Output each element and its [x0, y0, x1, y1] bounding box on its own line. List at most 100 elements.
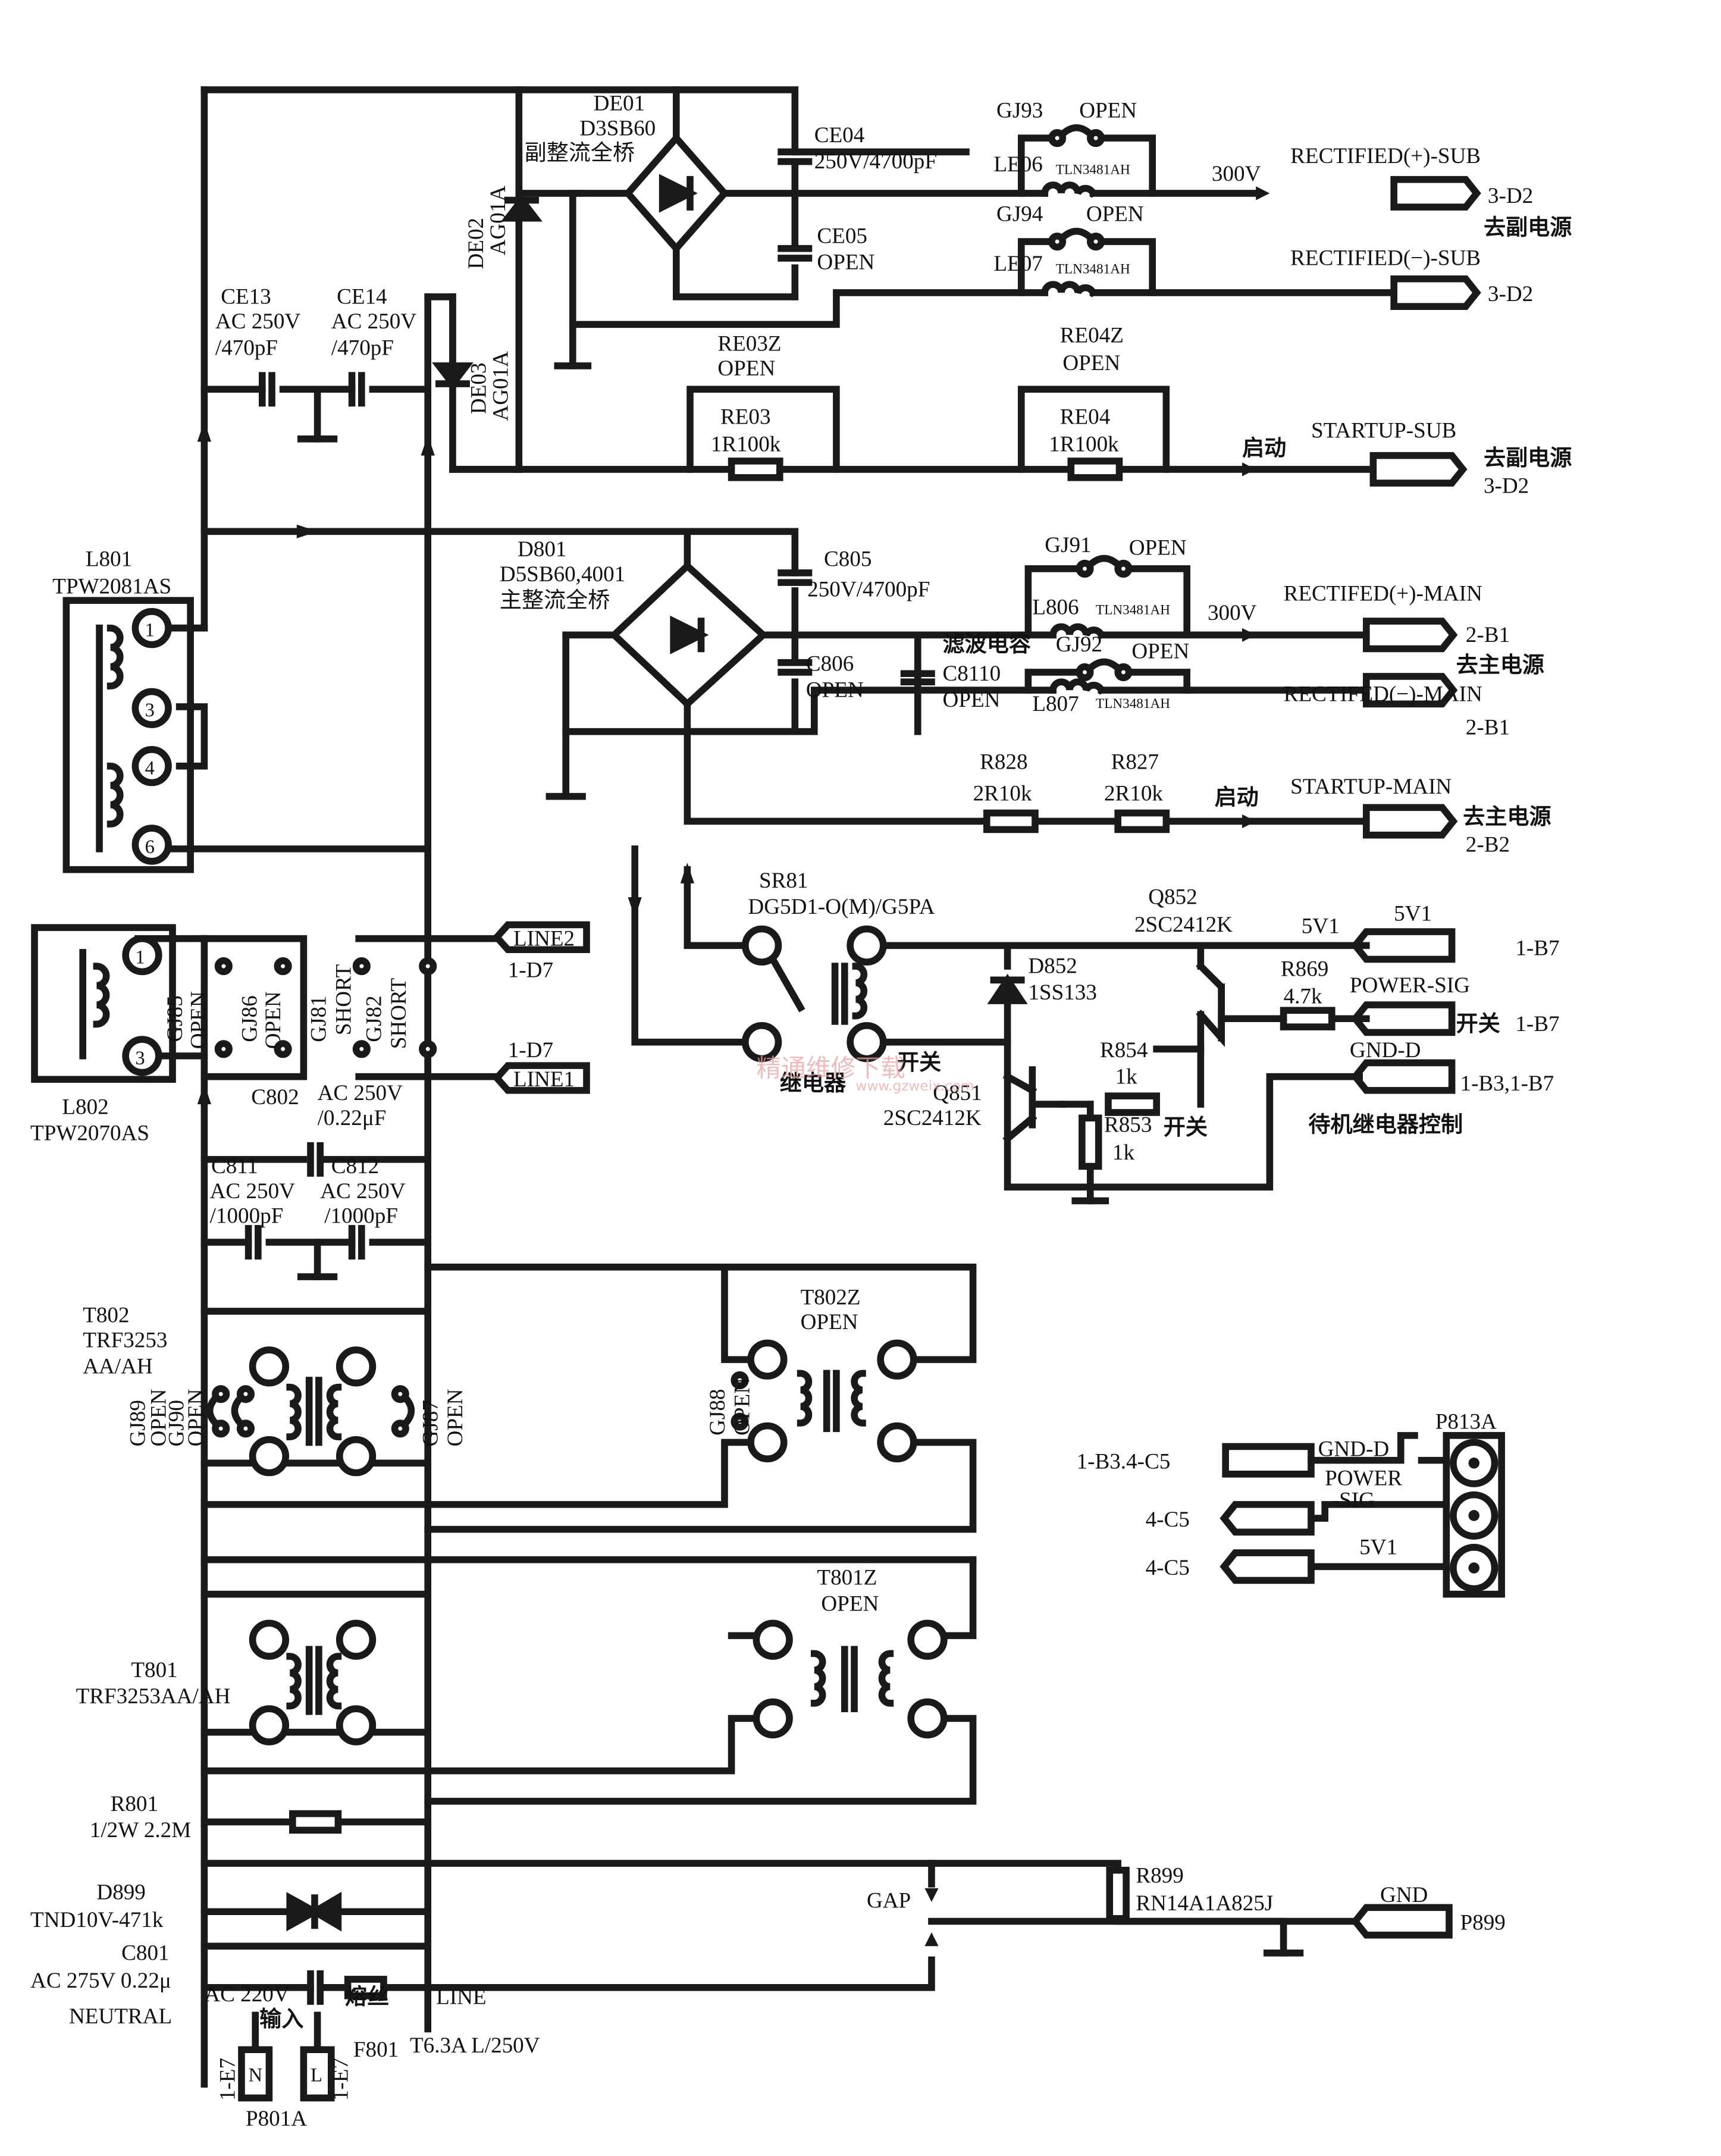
label-c806-val: OPEN	[806, 678, 864, 703]
label-fuse: 熔丝	[345, 1985, 389, 2010]
label-c802-val2: /0.22μF	[318, 1106, 387, 1130]
varistor-d899	[286, 1891, 342, 1932]
label-line1: LINE1	[513, 1067, 575, 1092]
label-c811: C811	[211, 1154, 258, 1179]
label-c5-ref3: 4-C5	[1146, 1556, 1190, 1580]
label-c802: C802	[251, 1085, 299, 1110]
jumper-gj90	[231, 1385, 255, 1438]
label-startup-main: STARTUP-MAIN	[1290, 775, 1452, 799]
spark-gap	[924, 1888, 939, 1947]
label-c5-ref1: 1-B3.4-C5	[1077, 1450, 1171, 1474]
resistor-r828	[983, 809, 1039, 833]
capacitor-ce04	[778, 148, 813, 165]
label-p899: P899	[1460, 1910, 1506, 1935]
label-re03-val: 1R100k	[711, 433, 781, 457]
label-gj91-val: OPEN	[1129, 536, 1187, 560]
label-le06-part: TLN3481AH	[1056, 162, 1130, 177]
label-de03-part: AG01A	[489, 351, 513, 421]
label-pin1: 1	[145, 620, 155, 641]
capacitor-c811	[244, 1225, 262, 1260]
label-start-a: 启动	[1242, 436, 1286, 461]
label-l806: L806	[1032, 595, 1079, 619]
label-pin-n: N	[249, 2065, 262, 2086]
label-gj86-open: OPEN	[261, 991, 286, 1049]
label-r827: R827	[1111, 750, 1159, 774]
label-c812: C812	[331, 1154, 379, 1179]
jumper-gj88	[731, 1371, 749, 1431]
label-gj87: GJ87	[418, 1400, 443, 1446]
label-c805-val: 250V/4700pF	[807, 577, 930, 601]
label-ce14-val2: /470pF	[331, 336, 394, 360]
connector-tags	[238, 176, 1481, 2102]
label-to-sub-b: 去副电源	[1484, 446, 1572, 471]
label-l802: L802	[62, 1095, 108, 1119]
label-re04: RE04	[1060, 405, 1111, 429]
label-r854-val: 1k	[1115, 1064, 1138, 1089]
label-de01-part: D3SB60	[579, 116, 656, 140]
label-2b1-b: 2-B1	[1466, 715, 1510, 739]
label-1b7-b: 1-B7	[1515, 1012, 1559, 1036]
label-c806: C806	[806, 652, 854, 676]
capacitor-ce13	[258, 372, 275, 407]
diode-d852	[987, 973, 1028, 1004]
label-ac220: AC 220V	[204, 1982, 289, 2007]
label-switch-c: 开关	[1164, 1115, 1208, 1140]
resistors	[289, 457, 1336, 2000]
label-r801-val: 1/2W 2.2M	[90, 1818, 191, 1842]
tag-power-sig	[1350, 1001, 1456, 1036]
label-r853: R853	[1104, 1113, 1152, 1137]
label-to-main-b: 去主电源	[1463, 804, 1551, 829]
label-gj82: GJ82	[362, 995, 386, 1042]
label-re04z-val: OPEN	[1062, 351, 1120, 375]
label-sr81: SR81	[759, 869, 808, 893]
label-d899-part: TND10V-471k	[30, 1908, 164, 1932]
label-d852: D852	[1028, 954, 1077, 979]
transformer-t801	[249, 1619, 377, 1746]
arrows	[197, 186, 1270, 1105]
label-re03: RE03	[720, 405, 771, 429]
label-re03z-val: OPEN	[717, 356, 775, 381]
label-ce14-val1: AC 250V	[331, 309, 416, 334]
label-l801-part: TPW2081AS	[52, 575, 171, 599]
label-c812-val1: AC 250V	[320, 1179, 405, 1204]
label-gj89-open: OPEN	[146, 1389, 171, 1447]
bridge-d801-diode	[670, 615, 709, 654]
label-r801: R801	[111, 1792, 158, 1816]
resistor-r827	[1114, 809, 1170, 833]
label-300v-a: 300V	[1212, 162, 1261, 186]
label-300v-b: 300V	[1208, 601, 1257, 625]
label-t802-part1: TRF3253	[83, 1328, 167, 1352]
resistor-r899	[1106, 1866, 1130, 1922]
label-1d7-b: 1-D7	[508, 1038, 553, 1063]
capacitors	[244, 148, 935, 2005]
jumper-gj94	[1048, 227, 1105, 251]
jumper-gj81	[352, 957, 371, 1058]
label-p813-gnd-d: GND-D	[1318, 1437, 1390, 1462]
connector-p801a	[238, 2046, 335, 2102]
label-gj86: GJ86	[238, 995, 262, 1042]
label-standby-ctrl: 待机继电器控制	[1308, 1112, 1463, 1137]
label-r828-val: 2R10k	[973, 782, 1032, 806]
label-de02-part: AG01A	[486, 186, 510, 256]
label-f801-val: T6.3A L/250V	[410, 2033, 540, 2058]
label-re03z: RE03Z	[717, 331, 781, 356]
tag-5v1	[1350, 928, 1456, 963]
label-rect-minus-sub: RECTIFIED(−)-SUB	[1290, 246, 1481, 271]
label-c801-val: AC 275V 0.22μ	[30, 1969, 171, 1993]
bridge-de01	[623, 133, 729, 254]
tag-gnd	[1350, 1904, 1453, 1939]
label-q852: Q852	[1148, 885, 1197, 910]
label-de02: DE02	[464, 218, 488, 270]
label-gnd-d: GND-D	[1350, 1038, 1421, 1063]
label-line: LINE	[436, 1985, 487, 2010]
label-re04z: RE04Z	[1060, 323, 1124, 347]
tag-startup-sub	[1369, 452, 1468, 487]
label-pin6: 6	[145, 836, 155, 858]
label-2b1-a: 2-B1	[1466, 623, 1510, 647]
label-1b3-1b7: 1-B3,1-B7	[1460, 1071, 1554, 1096]
tag-gnd-d	[1350, 1059, 1456, 1094]
label-3d2-a: 3-D2	[1488, 184, 1533, 208]
label-l807: L807	[1032, 692, 1079, 716]
label-pin1b: 1	[135, 947, 145, 968]
